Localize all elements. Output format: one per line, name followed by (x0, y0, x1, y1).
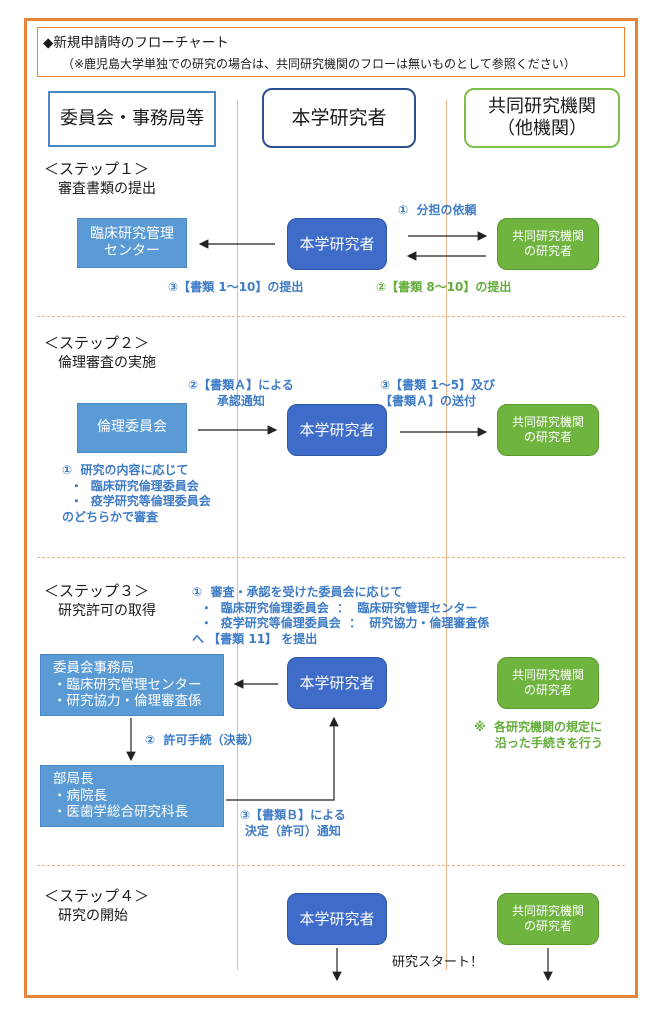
header-box (37, 27, 625, 77)
page-title: ◆新規申請時のフローチャート (43, 35, 229, 51)
outer-frame (24, 18, 638, 998)
step-divider-1 (37, 316, 625, 317)
step2-send-note: ③【書類 1〜5】及び 【書類Ａ】の送付 (380, 378, 496, 408)
step3-researcher-box: 本学研究者 (287, 657, 387, 709)
lane-divider-left (237, 100, 238, 970)
step3-department-head-box: 部局長 ・病院長 ・医歯学総合研究科長 (40, 765, 224, 827)
step3-partner-box: 共同研究機関 の研究者 (497, 657, 599, 709)
step-divider-3 (37, 865, 625, 866)
step1-request-note: ① 分担の依頼 (398, 203, 477, 217)
research-start-label: 研究スタート！ (392, 955, 484, 970)
step3-committee-office-box: 委員会事務局 ・臨床研究管理センター ・研究協力・倫理審査係 (40, 654, 224, 716)
step4-partner-box: 共同研究機関 の研究者 (497, 893, 599, 945)
step1-subtitle: 審査書類の提出 (58, 181, 156, 197)
column-header-committee: 委員会・事務局等 (48, 91, 216, 147)
step2-ethics-committee-box: 倫理委員会 (77, 403, 187, 453)
arrow-step3-head-to-researcher (226, 716, 339, 801)
step3-permit-note: ② 許可手続（決裁） (145, 733, 260, 747)
step3-submit-note: ① 審査・承認を受けた委員会に応じて ・ 臨床研究倫理委員会 ： 臨床研究管理セ… (192, 585, 490, 646)
step3-partner-procedure-note: ※ 各研究機関の規定に 沿った手続きを行う (474, 720, 603, 750)
step-divider-2 (37, 557, 625, 558)
step2-review-note: ① 研究の内容に応じて ・ 臨床研究倫理委員会 ・ 疫学研究等倫理委員会 のどち… (62, 463, 211, 524)
step1-partner-submit-note: ②【書類 8〜10】の提出 (376, 280, 512, 294)
column-header-partner: 共同研究機関 （他機関） (464, 88, 620, 148)
step3-label: ＜ステップ３＞ (44, 582, 150, 600)
step1-submit-note: ③【書類 1〜10】の提出 (168, 280, 304, 294)
step4-researcher-box: 本学研究者 (287, 893, 387, 945)
step2-label: ＜ステップ２＞ (44, 334, 150, 352)
step3-decision-note: ③【書類Ｂ】による 決定（許可）通知 (240, 808, 346, 838)
step2-partner-box: 共同研究機関 の研究者 (497, 404, 599, 456)
page-note: （※鹿児島大学単独での研究の場合は、共同研究機関のフローは無いものとして参照くだ… (62, 57, 576, 71)
step1-label: ＜ステップ１＞ (44, 160, 150, 178)
step4-label: ＜ステップ４＞ (44, 887, 150, 905)
step1-researcher-box: 本学研究者 (287, 218, 387, 270)
step4-subtitle: 研究の開始 (58, 908, 128, 924)
lane-divider-right (446, 100, 447, 970)
step1-clinical-center-box: 臨床研究管理 センター (77, 218, 187, 268)
step1-partner-box: 共同研究機関 の研究者 (497, 218, 599, 270)
column-header-researcher: 本学研究者 (262, 88, 416, 148)
step2-researcher-box: 本学研究者 (287, 404, 387, 456)
step2-approval-note: ②【書類Ａ】による 承認通知 (188, 378, 294, 408)
step3-subtitle: 研究許可の取得 (58, 603, 156, 619)
step2-subtitle: 倫理審査の実施 (58, 355, 156, 371)
